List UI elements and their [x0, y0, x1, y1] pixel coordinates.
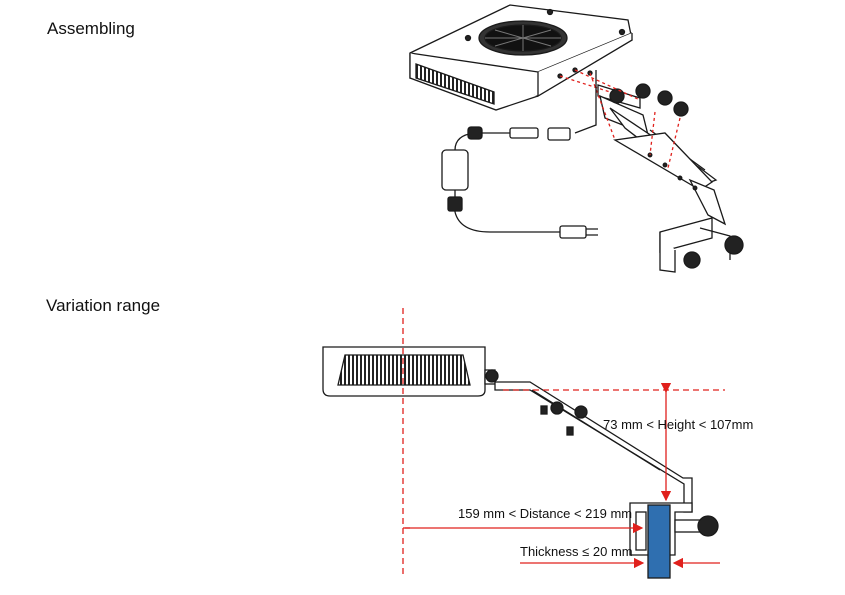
knob-icon [609, 83, 744, 269]
section-title-variation: Variation range [46, 296, 161, 315]
dimension-lines [402, 308, 725, 578]
glass-panel [647, 504, 671, 579]
clamp-side [629, 502, 719, 556]
mounting-bracket-side [494, 381, 693, 513]
light-fixture-side [322, 346, 499, 397]
mounting-bracket-iso [597, 84, 731, 273]
side-view-illustration [322, 346, 719, 579]
section-title-assembling: Assembling [47, 19, 135, 38]
assembly-illustration [409, 4, 744, 273]
label-distance-range: 159 mm < Distance < 219 mm [458, 506, 632, 521]
assembly-guides [559, 69, 681, 169]
fan-icon [478, 20, 568, 56]
power-adapter-icon [441, 70, 598, 239]
light-fixture-iso [409, 4, 633, 111]
label-height-range: 73 mm < Height < 107mm [603, 417, 753, 432]
label-thickness: Thickness ≤ 20 mm [520, 544, 633, 559]
